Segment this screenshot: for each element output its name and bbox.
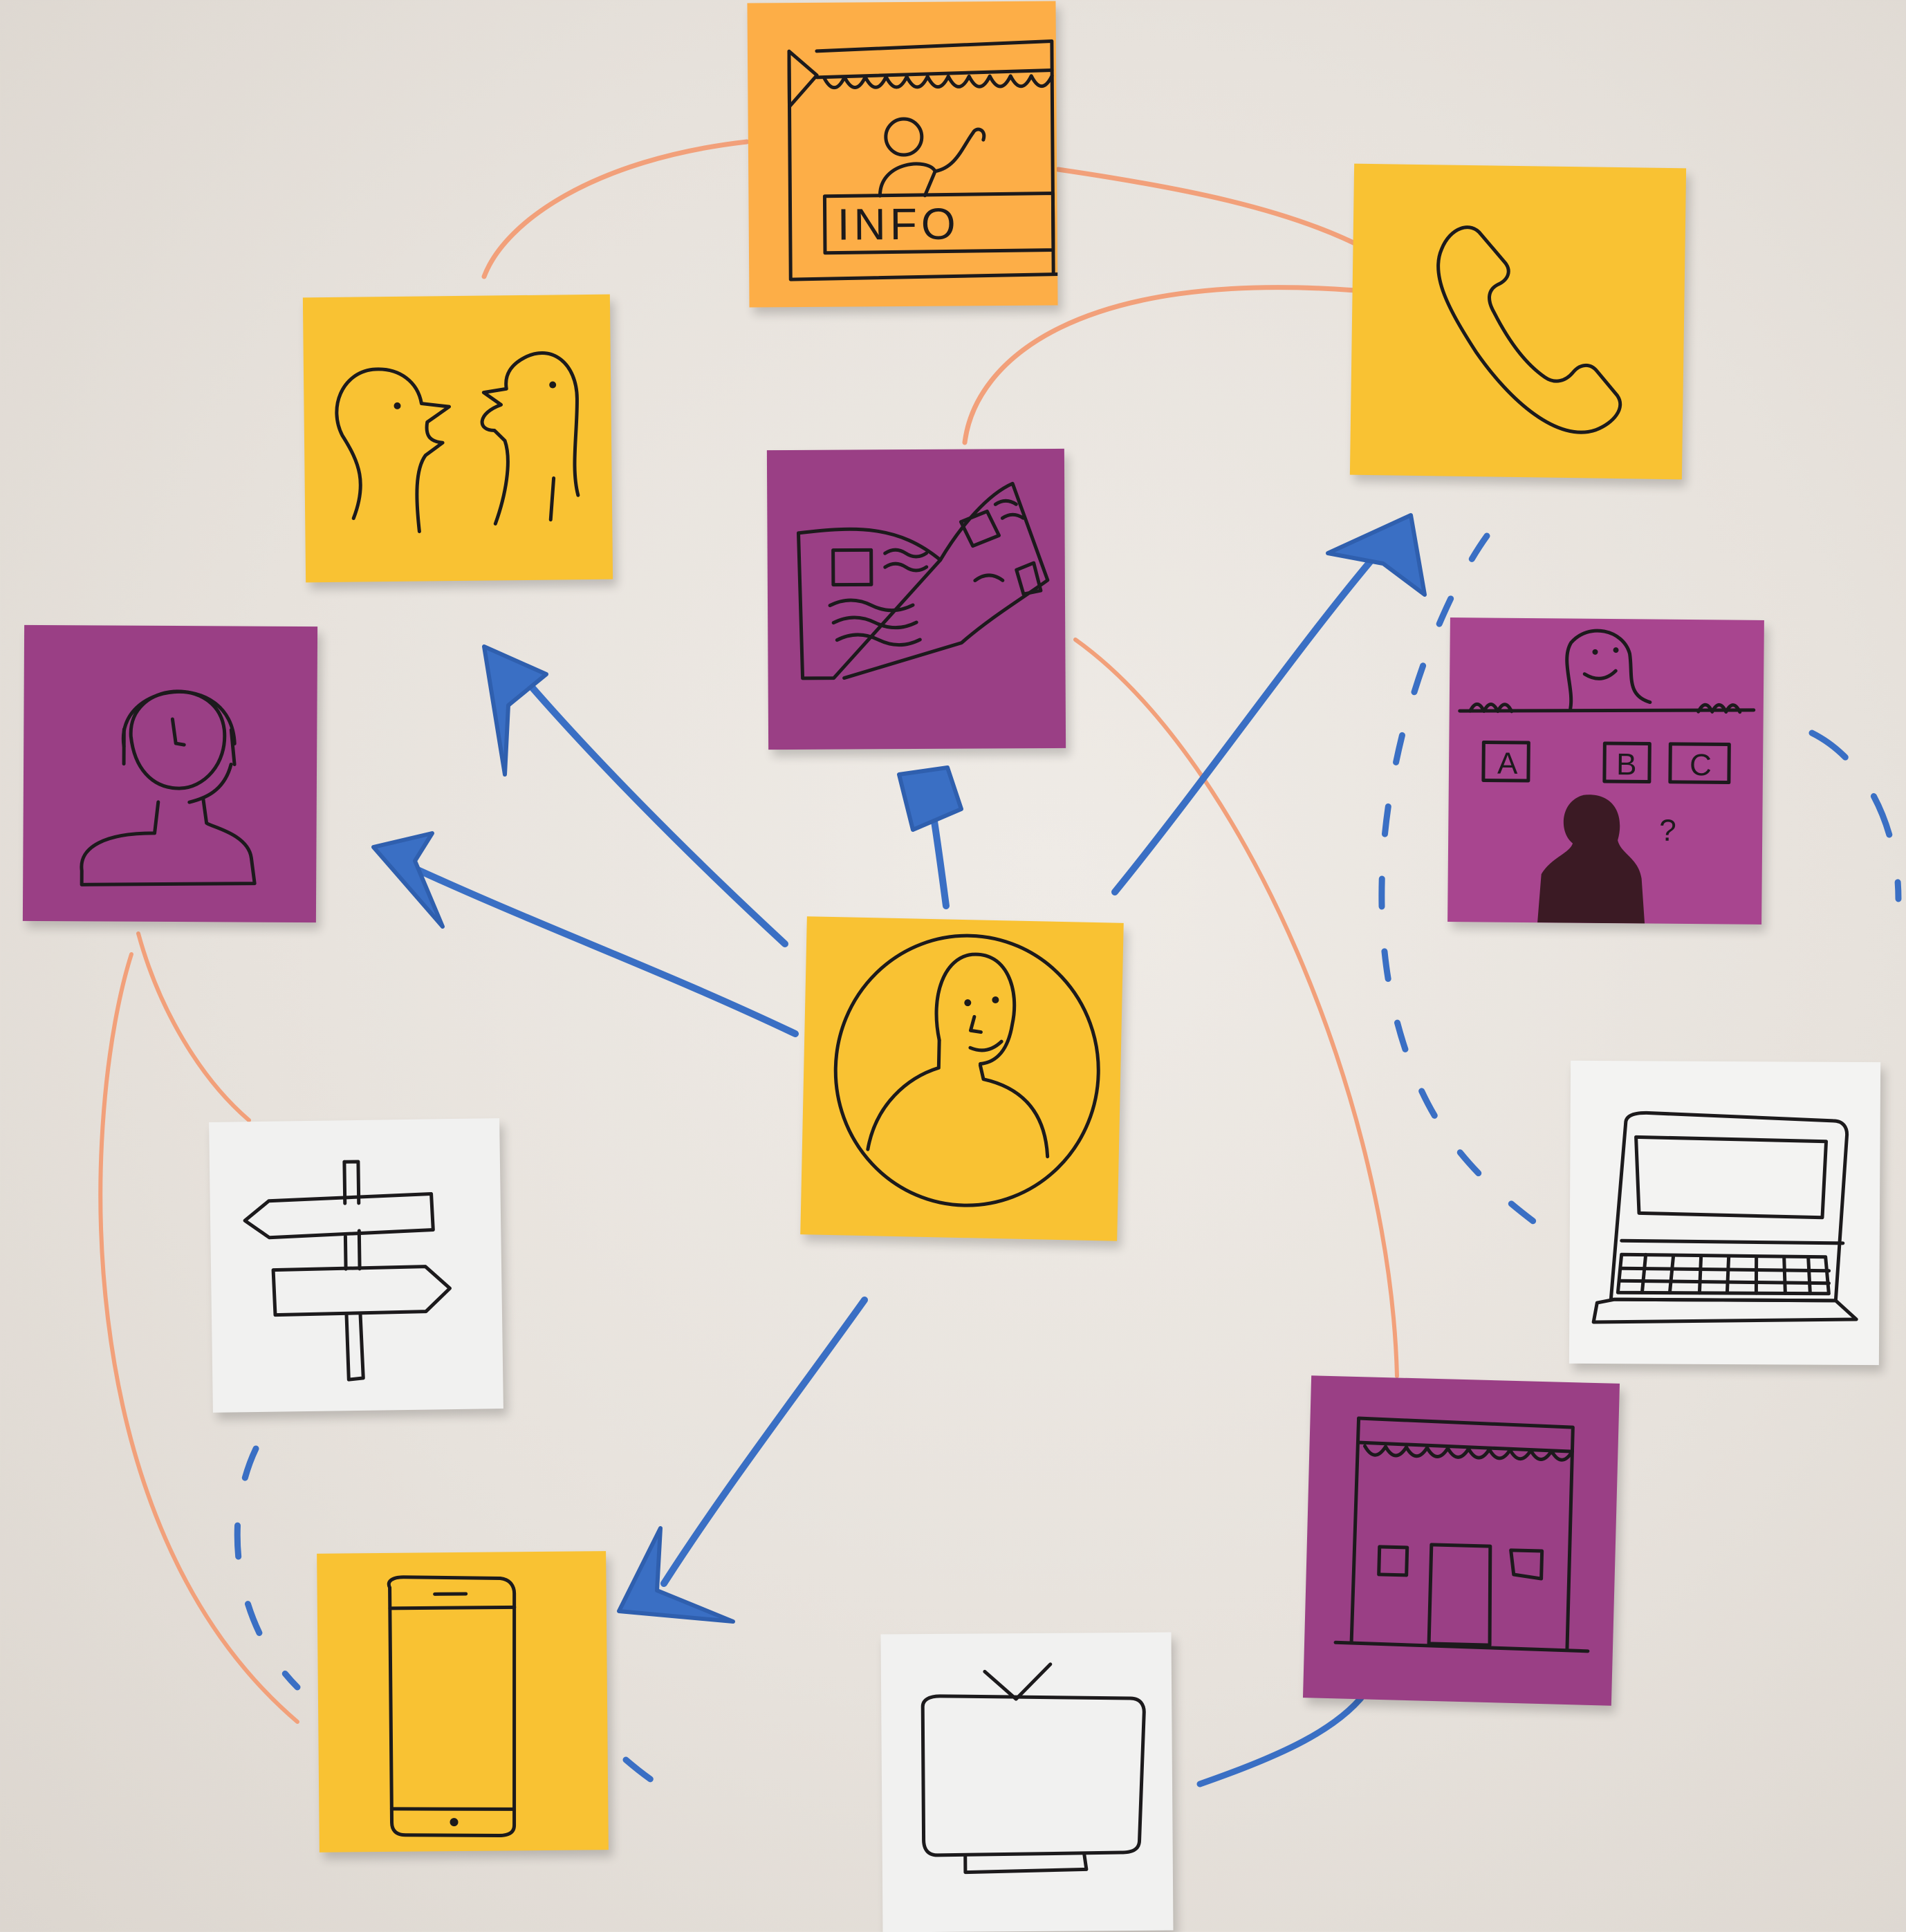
smartphone-icon xyxy=(387,1575,517,1838)
arrow-user-agent xyxy=(387,854,799,1037)
note-storefront[interactable] xyxy=(1302,1375,1620,1706)
queue-counter-icon: A B C ? xyxy=(1458,629,1756,924)
counter-label-a: A xyxy=(1497,747,1518,781)
connector-conversation-info xyxy=(481,139,750,279)
arrow-user-conversation xyxy=(508,660,788,947)
two-people-talking-icon xyxy=(335,351,580,534)
note-user[interactable] xyxy=(800,916,1124,1241)
dashed-queue-laptop xyxy=(1808,730,1902,902)
dashed-signpost-smartphone xyxy=(234,1445,301,1691)
note-signpost[interactable] xyxy=(209,1118,503,1413)
laptop-icon xyxy=(1591,1111,1858,1324)
signpost-icon xyxy=(243,1160,452,1382)
arrowhead-brochure xyxy=(897,765,963,832)
note-smartphone[interactable] xyxy=(317,1551,609,1852)
note-brochure[interactable] xyxy=(766,448,1066,750)
arrowhead-agent xyxy=(371,831,445,929)
connector-brochure-phone xyxy=(962,285,1358,445)
user-portrait-icon xyxy=(833,934,1100,1207)
storefront-icon xyxy=(1333,1416,1590,1653)
arrow-user-phone xyxy=(1111,543,1387,895)
connector-brochure-storefront xyxy=(1073,638,1399,1378)
info-booth-label: INFO xyxy=(837,198,959,249)
info-booth-icon: INFO xyxy=(787,39,1058,281)
telephone-handset-icon xyxy=(1436,225,1622,434)
arrow-user-smartphone xyxy=(660,1297,868,1587)
connector-agent-smartphone xyxy=(98,952,299,1724)
open-brochure-icon xyxy=(796,481,1050,680)
note-conversation[interactable] xyxy=(302,294,613,583)
note-call-agent[interactable] xyxy=(22,624,318,923)
note-info-booth[interactable]: INFO xyxy=(747,1,1058,308)
headset-agent-icon xyxy=(80,689,257,886)
note-television[interactable] xyxy=(880,1632,1174,1932)
dashed-phone-laptop xyxy=(1378,532,1560,1241)
connector-agent-signpost xyxy=(136,931,251,1122)
dashed-smartphone-tv xyxy=(622,1756,685,1801)
note-phone[interactable] xyxy=(1349,163,1687,480)
counter-label-b: B xyxy=(1616,747,1637,781)
arrowhead-smartphone xyxy=(617,1526,735,1624)
question-mark: ? xyxy=(1659,814,1676,848)
line-tv-storefront xyxy=(1196,1684,1373,1787)
television-icon xyxy=(920,1662,1146,1875)
counter-label-c: C xyxy=(1690,748,1712,782)
note-laptop[interactable] xyxy=(1569,1060,1881,1366)
arrowhead-phone xyxy=(1326,513,1427,597)
connector-info-phone xyxy=(1055,167,1369,252)
arrowhead-conversation xyxy=(482,644,548,777)
note-queue-counter[interactable]: A B C ? xyxy=(1447,617,1764,925)
